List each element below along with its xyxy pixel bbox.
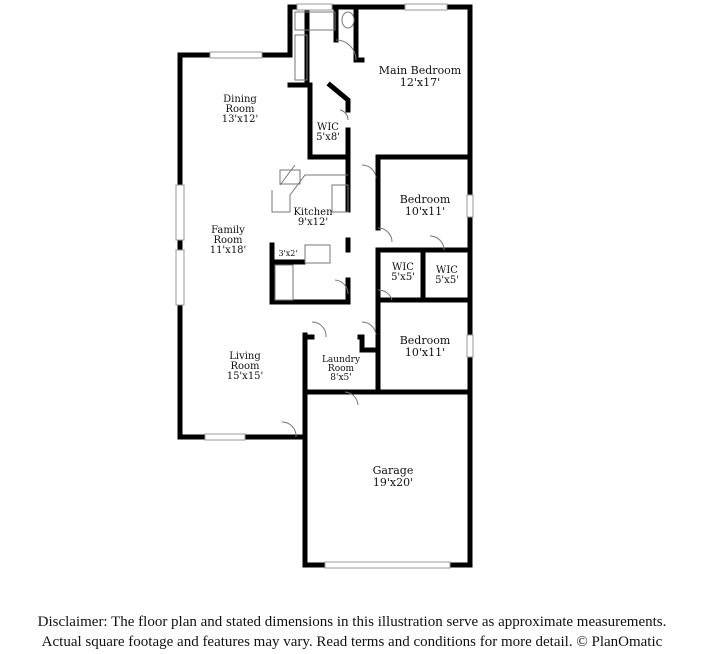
room-name: Kitchen: [293, 207, 333, 218]
room-name: WIC: [317, 122, 339, 133]
room-name: Family Room: [211, 225, 245, 246]
window: [466, 334, 474, 358]
room-dim: 5'x5': [435, 275, 459, 286]
window: [175, 184, 185, 241]
stove: [331, 184, 349, 213]
room-name: WIC: [436, 265, 458, 276]
disclaimer: Disclaimer: The floor plan and stated di…: [0, 612, 704, 652]
toilet: [341, 11, 355, 29]
disclaimer-line-1: Disclaimer: The floor plan and stated di…: [37, 614, 667, 630]
room-name: Garage: [372, 464, 414, 477]
room-dim: 8'x5': [330, 373, 352, 383]
kitchen-counter: [271, 164, 348, 213]
room-name: Living Room: [229, 351, 261, 372]
room-dim: 19'x20': [372, 476, 414, 489]
room-dim: 15'x15': [226, 371, 264, 382]
room-name: Bedroom: [399, 334, 451, 347]
window: [404, 3, 448, 11]
room-dim: 10'x11': [404, 346, 446, 359]
room-dim: 11'x18': [209, 245, 247, 256]
room-dim: 13'x12': [221, 114, 259, 125]
sink: [294, 34, 308, 81]
tub: [274, 264, 294, 301]
window: [466, 194, 474, 218]
room-dim: 5'x8': [316, 132, 340, 143]
window: [296, 3, 333, 11]
sink: [279, 169, 301, 185]
garage-door: [324, 561, 451, 569]
window: [209, 51, 263, 59]
room-dim: 9'x12': [297, 217, 329, 228]
room-name: Laundry Room: [321, 355, 361, 374]
room-dim: 3'x2': [278, 249, 298, 258]
disclaimer-line-2: Actual square footage and features may v…: [41, 634, 663, 650]
room-name: Main Bedroom: [378, 64, 462, 77]
room-name: WIC: [392, 262, 414, 273]
wall-wic: [307, 81, 351, 213]
room-name: Dining Room: [223, 94, 257, 115]
wall-outer: [177, 4, 473, 568]
room-dim: 10'x11': [404, 205, 446, 218]
room-closet: 3'x2': [278, 249, 297, 259]
room-dim: 12'x17': [399, 76, 441, 89]
room-dim: 5'x5': [391, 272, 415, 283]
shower: [304, 244, 331, 264]
window: [204, 433, 246, 441]
shower: [294, 11, 336, 31]
door-swing: [281, 39, 445, 438]
wall-bath: [287, 4, 365, 88]
window: [175, 249, 185, 306]
room-name: Bedroom: [399, 193, 451, 206]
